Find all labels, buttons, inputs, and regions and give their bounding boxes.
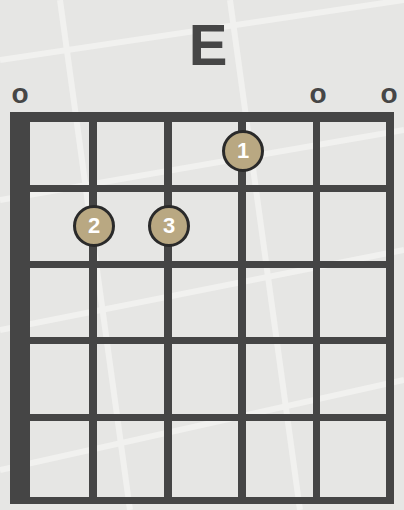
chord-name: E	[189, 16, 228, 74]
finger-number: 2	[88, 215, 100, 237]
open-string-mark: o	[309, 80, 326, 108]
open-string-mark: o	[11, 80, 28, 108]
finger-number: 3	[163, 215, 175, 237]
fret-lines	[10, 112, 394, 504]
open-string-mark: o	[380, 80, 397, 108]
finger-dot: 3	[148, 205, 190, 247]
string-lines	[10, 112, 394, 504]
finger-number: 1	[237, 140, 249, 162]
finger-dot: 2	[73, 205, 115, 247]
finger-dot: 1	[222, 130, 264, 172]
